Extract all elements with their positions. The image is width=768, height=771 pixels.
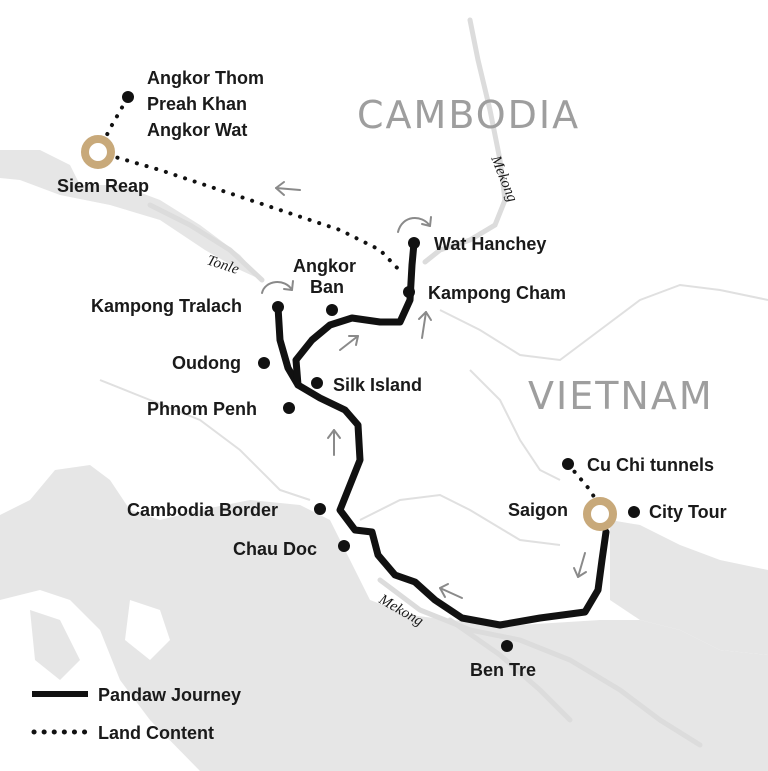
location-dot-phnom-penh — [283, 402, 295, 414]
location-dot-silk-island — [311, 377, 323, 389]
place-label-angkor-thom: Angkor Thom — [147, 68, 264, 88]
delta-branch — [447, 617, 573, 723]
place-label-cambodia-border: Cambodia Border — [127, 500, 278, 520]
arrow-icon — [573, 552, 587, 578]
place-label-angkor-wat: Angkor Wat — [147, 120, 247, 140]
location-dot-ben-tre — [501, 640, 513, 652]
arrow-icon — [397, 216, 432, 233]
location-dot-angkor — [122, 91, 134, 103]
island-1 — [30, 610, 80, 680]
arrow-icon — [275, 181, 301, 196]
river-label-mekong-north: Mekong — [487, 153, 520, 205]
legend: Pandaw Journey Land Content — [31, 685, 241, 743]
place-label-phnom-penh: Phnom Penh — [147, 399, 257, 419]
island-shapes — [30, 610, 210, 745]
place-label-oudong: Oudong — [172, 353, 241, 373]
pandaw-journey-branch — [292, 239, 418, 389]
legend-label-land: Land Content — [98, 723, 214, 743]
island-2 — [150, 690, 210, 745]
location-dot-city-tour — [628, 506, 640, 518]
river-lines — [147, 17, 703, 748]
country-label-vietnam: VIETNAM — [528, 374, 714, 418]
location-dot-chau-doc — [338, 540, 350, 552]
border-line-4 — [99, 379, 311, 501]
land-route-saigon-cuchi — [566, 462, 602, 509]
place-label-saigon: Saigon — [508, 500, 568, 520]
saigon-hub — [583, 497, 617, 531]
place-label-silk-island: Silk Island — [333, 375, 422, 395]
place-label-ben-tre: Ben Tre — [470, 660, 536, 680]
island-cutout — [125, 600, 170, 660]
place-label-cu-chi: Cu Chi tunnels — [587, 455, 714, 475]
place-label-chau-doc: Chau Doc — [233, 539, 317, 559]
land-route-siem-reap-kampong-cham — [96, 150, 405, 276]
border-line-3 — [359, 493, 561, 546]
siem-reap-hub — [81, 135, 115, 169]
country-label-cambodia: CAMBODIA — [357, 93, 580, 137]
land-northwest-lake — [0, 150, 262, 280]
mekong-south-river — [377, 577, 703, 748]
land-southwest — [0, 465, 768, 771]
location-dot-kampong-tralach — [272, 301, 284, 313]
place-label-angkor: Angkor — [293, 256, 356, 276]
arrow-icon — [327, 429, 341, 456]
place-label-city-tour: City Tour — [649, 502, 727, 522]
place-label-kampong-tralach: Kampong Tralach — [91, 296, 242, 316]
border-line-2 — [469, 369, 561, 481]
place-label-kampong-cham: Kampong Cham — [428, 283, 566, 303]
location-dot-cu-chi — [562, 458, 574, 470]
land-areas — [0, 150, 768, 771]
legend-label-pandaw: Pandaw Journey — [98, 685, 241, 705]
border-lines — [99, 283, 768, 546]
place-label-siem-reap: Siem Reap — [57, 176, 149, 196]
place-label-ban: Ban — [310, 277, 344, 297]
pandaw-journey-route — [274, 303, 610, 629]
arrow-icon — [339, 335, 359, 351]
arrow-icon — [418, 311, 432, 339]
mekong-north-river — [422, 17, 508, 265]
location-dots — [122, 91, 640, 652]
place-label-wat-hanchey: Wat Hanchey — [434, 234, 546, 254]
tonle-river — [147, 202, 265, 283]
location-dot-kampong-cham — [403, 286, 415, 298]
arrow-icon — [261, 280, 294, 294]
location-dot-cambodia-border — [314, 503, 326, 515]
land-southeast — [610, 520, 768, 655]
place-label-preah-khan: Preah Khan — [147, 94, 247, 114]
location-dot-angkor-ban — [326, 304, 338, 316]
arrow-icon — [439, 583, 463, 599]
location-dot-oudong — [258, 357, 270, 369]
location-dot-wat-hanchey — [408, 237, 420, 249]
border-line-1 — [439, 283, 768, 362]
direction-arrows — [261, 181, 587, 599]
